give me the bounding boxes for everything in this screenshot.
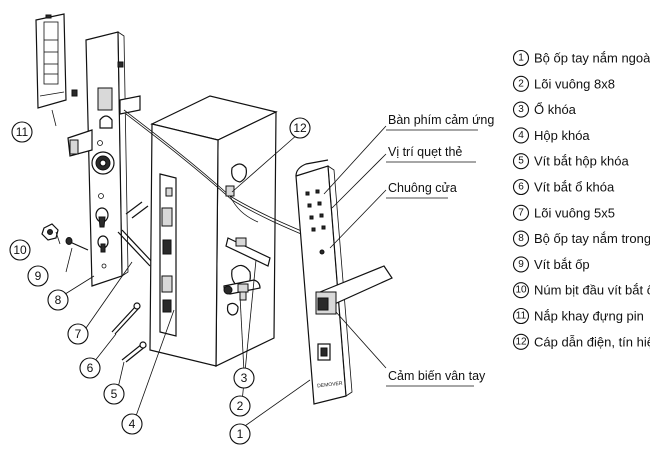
lockbox-screws [122,202,148,362]
svg-text:4: 4 [129,417,136,431]
legend-number: 5 [518,156,524,167]
number-bubble-8: 8 [48,290,68,310]
legend-number: 7 [518,207,524,218]
number-bubble-10: 10 [10,240,30,260]
legend-item: 8 Bộ ốp tay nắm trong [514,231,650,246]
parts-legend: 1 Bộ ốp tay nắm ngoài 2 Lõi vuông 8x8 3 Ổ khó… [514,51,650,350]
number-bubble-11: 11 [12,122,32,142]
legend-number: 8 [518,233,524,244]
legend-item: 6 Vít bắt ổ khóa [514,180,615,195]
svg-text:7: 7 [75,327,82,341]
callout-touch-keypad: Bàn phím cảm ứng [388,113,494,127]
svg-text:5: 5 [111,387,118,401]
svg-text:10: 10 [13,243,27,257]
number-bubble-3: 3 [234,368,254,388]
svg-text:8: 8 [55,293,62,307]
legend-item: 2 Lõi vuông 8x8 [514,76,615,91]
number-bubble-7: 7 [68,324,88,344]
svg-text:3: 3 [241,371,248,385]
legend-label: Ổ khóa [534,102,577,117]
legend-label: Bộ ốp tay nắm ngoài [534,51,650,66]
legend-item: 5 Vít bắt hộp khóa [514,154,630,169]
legend-number: 10 [515,285,527,296]
svg-text:2: 2 [237,399,244,413]
legend-number: 9 [518,259,524,270]
legend-label: Cáp dẫn điện, tín hiệu [534,334,650,349]
legend-number: 2 [518,78,524,89]
legend-label: Vít bắt hộp khóa [534,154,629,169]
legend-label: Núm bịt đầu vít bắt ốp [534,283,650,298]
svg-text:11: 11 [16,125,29,139]
legend-label: Vít bắt ổ khóa [534,180,615,195]
callout-doorbell: Chuông cửa [388,181,457,195]
legend-label: Vít bắt ốp [534,257,590,272]
legend-number: 1 [518,53,524,64]
legend-item: 7 Lõi vuông 5x5 [514,205,615,220]
legend-label: Bộ ốp tay nắm trong [534,231,650,246]
svg-text:6: 6 [87,361,94,375]
svg-text:12: 12 [293,121,307,135]
legend-number: 6 [518,182,524,193]
battery-cover [36,14,77,108]
outer-handle-plate: DEMOVER [296,160,392,404]
number-bubble-9: 9 [28,266,48,286]
legend-item: 10 Núm bịt đầu vít bắt ốp [514,283,650,298]
legend-item: 3 Ổ khóa [514,102,577,117]
legend-item: 12 Cáp dẫn điện, tín hiệu [514,334,650,349]
number-bubble-5: 5 [104,384,124,404]
svg-text:1: 1 [237,427,244,441]
legend-item: 1 Bộ ốp tay nắm ngoài [514,51,650,66]
callout-card-swipe: Vị trí quẹt thẻ [388,145,462,159]
legend-label: Hộp khóa [534,128,590,143]
legend-label: Lõi vuông 8x8 [534,76,615,91]
lock-cylinder-screw [112,303,140,334]
legend-label: Lõi vuông 5x5 [534,205,615,220]
number-bubble-2: 2 [230,396,250,416]
legend-item: 11 Nắp khay đựng pin [514,309,644,324]
number-bubble-4: 4 [122,414,142,434]
square-spindle-5x5 [118,230,154,266]
number-bubble-1: 1 [230,424,250,444]
inner-handle-plate [68,32,140,286]
number-bubble-6: 6 [80,358,100,378]
callout-fingerprint: Cảm biến vân tay [388,369,486,383]
legend-label: Nắp khay đựng pin [534,309,644,324]
legend-number: 4 [518,130,524,141]
screw-cap [42,224,58,240]
legend-number: 12 [515,336,527,347]
number-bubble-12: 12 [290,118,310,138]
legend-number: 3 [518,104,524,115]
svg-text:9: 9 [35,269,42,283]
legend-number: 11 [516,311,527,322]
plate-screw [66,238,88,251]
legend-item: 9 Vít bắt ốp [514,257,590,272]
legend-item: 4 Hộp khóa [514,128,591,143]
